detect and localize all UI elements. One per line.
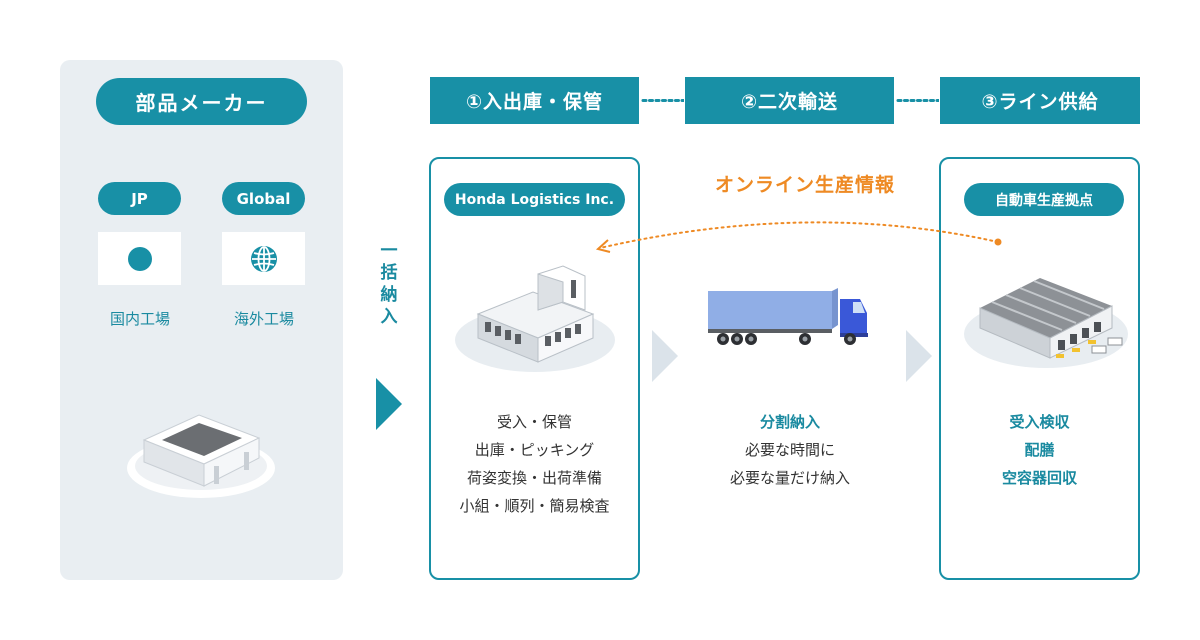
logistics-company-pill: Honda Logistics Inc.: [444, 183, 625, 216]
overseas-factory-label: 海外工場: [233, 310, 294, 328]
warehouse-building-illustration: [455, 265, 615, 372]
region-pill-global: Global: [222, 182, 305, 215]
task-item: 分割納入: [759, 413, 820, 431]
step3-box: [939, 157, 1140, 580]
right-triangle-arrow-icon: [376, 378, 402, 430]
dotted-arrow-left: [595, 221, 1002, 253]
production-plant-pill: 自動車生産拠点: [964, 183, 1124, 216]
region-pill-jp: JP: [98, 182, 181, 215]
task-item: 荷姿変換・出荷準備: [466, 469, 602, 487]
bulk-delivery-label: 一括納入: [380, 241, 398, 327]
flow-chevron-icon: [906, 330, 932, 382]
task-item: 受入検収: [1009, 413, 1070, 431]
task-item: 必要な時間に: [744, 441, 835, 459]
task-item: 配膳: [1024, 441, 1055, 459]
supplier-title: 部品メーカー: [96, 78, 307, 125]
task-item: 受入・保管: [496, 413, 572, 431]
flow-chevron-icon: [652, 330, 678, 382]
step2-header: ②二次輸送: [685, 77, 894, 124]
step3-header: ③ライン供給: [940, 77, 1140, 124]
japan-flag-icon: [98, 232, 181, 285]
step3-task-list: 受入検収 配膳 空容器回収: [939, 408, 1140, 492]
task-item: 出庫・ピッキング: [474, 441, 595, 459]
online-production-info-label: オンライン生産情報: [714, 174, 895, 196]
task-item: 必要な量だけ納入: [729, 469, 850, 487]
truck-illustration: [708, 288, 868, 345]
dotted-connector: [641, 99, 684, 102]
dotted-connector: [896, 99, 939, 102]
step1-task-list: 受入・保管 出庫・ピッキング 荷姿変換・出荷準備 小組・順列・簡易検査: [429, 408, 640, 520]
supplier-factory-illustration: [127, 414, 275, 498]
task-item: 小組・順列・簡易検査: [459, 497, 610, 515]
step2-task-list: 分割納入 必要な時間に 必要な量だけ納入: [690, 408, 890, 492]
task-item: 空容器回収: [1001, 469, 1077, 487]
production-plant-illustration: [964, 278, 1128, 368]
step1-header: ①入出庫・保管: [430, 77, 639, 124]
globe-icon: [222, 232, 305, 285]
domestic-factory-label: 国内工場: [109, 310, 170, 328]
